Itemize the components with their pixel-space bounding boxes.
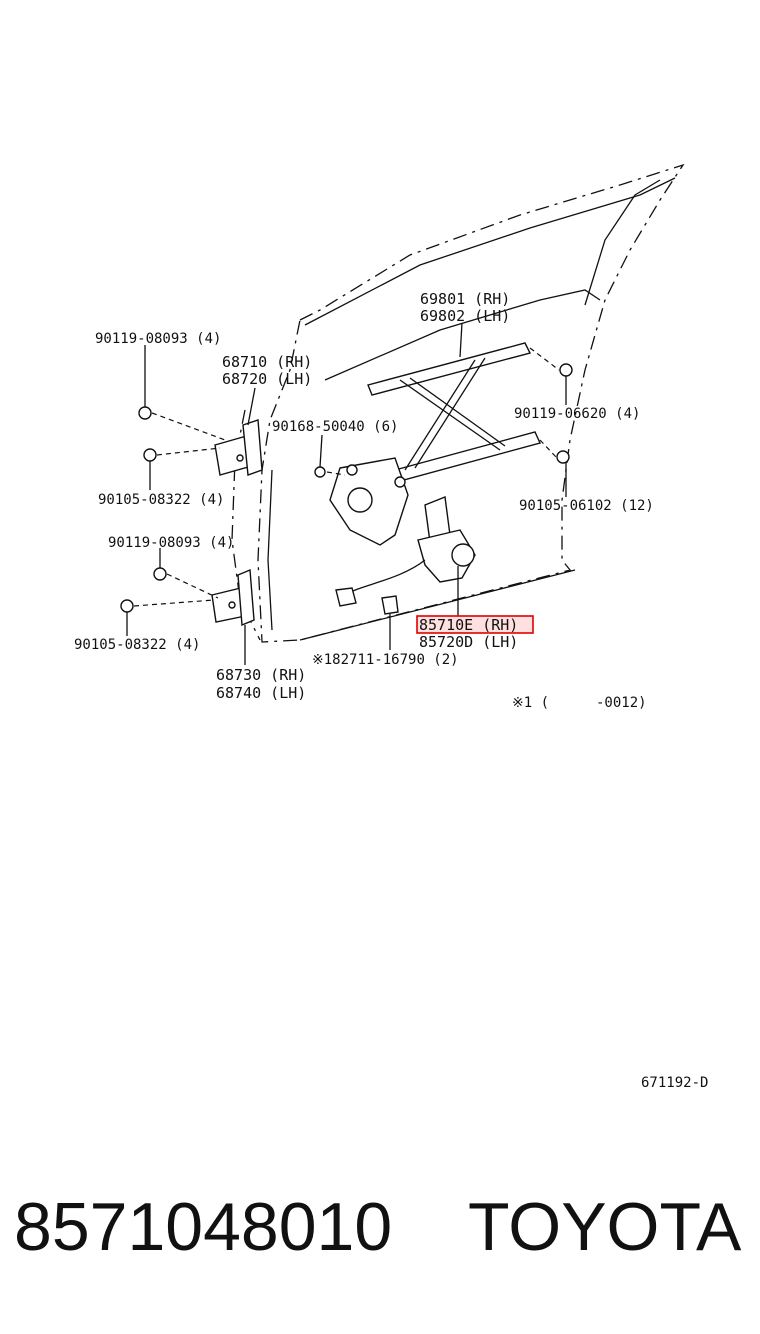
- leader-lines: [126, 322, 567, 665]
- part-number: 8571048010: [14, 1189, 393, 1265]
- label-hinge-lower-lh: 68740 (LH): [216, 684, 306, 702]
- label-motor-lh: 85720D (LH): [419, 633, 518, 651]
- label-bolt-hinge-upper: 90105-08322 (4): [98, 492, 224, 508]
- brand-name: TOYOTA: [468, 1189, 742, 1265]
- selected-part-highlight: [416, 615, 534, 634]
- label-bolt-right-lower: 90105-06102 (12): [519, 498, 654, 514]
- upper-hinge: [214, 419, 263, 476]
- lower-hinge: [211, 568, 255, 627]
- label-regulator-lh: 69802 (LH): [420, 307, 510, 325]
- regulator-motor: [335, 496, 476, 607]
- label-motor-rh[interactable]: 85710E (RH): [419, 616, 518, 634]
- label-hinge-upper-rh: 68710 (RH): [222, 353, 312, 371]
- label-note-prefix: ※1 (: [512, 695, 549, 711]
- label-bolt-hinge-lower: 90105-08322 (4): [74, 637, 200, 653]
- label-diagram-code: 671192-D: [641, 1075, 708, 1091]
- label-screw-mid: 90168-50040 (6): [272, 419, 398, 435]
- label-bolt-right-upper: 90119-06620 (4): [514, 406, 640, 422]
- dotted-guides: [133, 347, 560, 607]
- label-hinge-lower-rh: 68730 (RH): [216, 666, 306, 684]
- label-bolt-left-lower: 90119-08093 (4): [108, 535, 234, 551]
- label-bolt-top-left: 90119-08093 (4): [95, 331, 221, 347]
- label-regulator-rh: 69801 (RH): [420, 290, 510, 308]
- label-hinge-upper-lh: 68720 (LH): [222, 370, 312, 388]
- label-note-suffix: -0012): [596, 695, 647, 711]
- bolts: [120, 363, 573, 615]
- footer: 8571048010 TOYOTA: [0, 1188, 760, 1288]
- window-regulator: [329, 342, 541, 546]
- label-clip: ※182711-16790 (2): [312, 652, 459, 668]
